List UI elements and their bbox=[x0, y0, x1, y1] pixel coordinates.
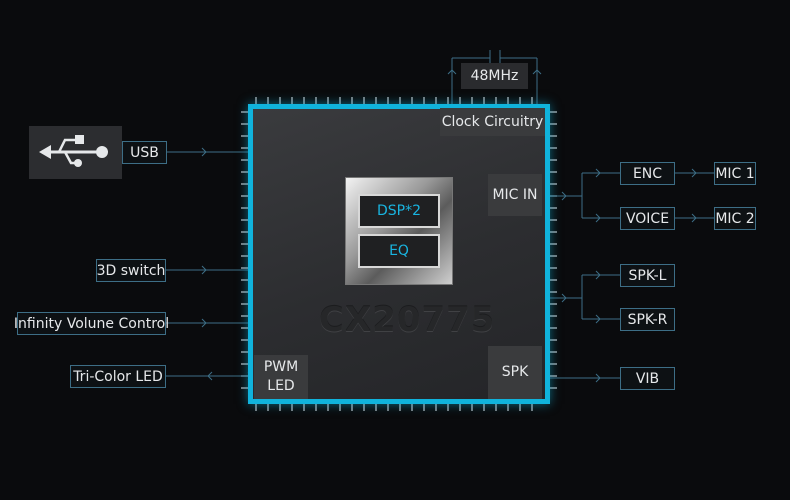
pwm-label: PWM bbox=[263, 359, 299, 376]
usb-icon-tile bbox=[29, 126, 122, 179]
3d-switch-label: 3D switch bbox=[96, 259, 166, 282]
dsp-unit: DSP*2 bbox=[358, 194, 440, 228]
mic2-label: MIC 2 bbox=[714, 207, 756, 230]
chip-name: CX20775 bbox=[319, 300, 496, 340]
eq-unit: EQ bbox=[358, 234, 440, 268]
usb-label: USB bbox=[122, 141, 167, 164]
voice-label: VOICE bbox=[620, 207, 675, 230]
crystal-label: 48MHz bbox=[461, 63, 528, 89]
led-label: LED bbox=[267, 378, 295, 394]
pwm-led-block: PWM LED bbox=[254, 355, 308, 399]
spk-block: SPK bbox=[488, 346, 542, 399]
clock-circuitry-block: Clock Circuitry bbox=[440, 108, 545, 136]
vib-label: VIB bbox=[620, 367, 675, 390]
spk-l-label: SPK-L bbox=[620, 264, 675, 287]
spk-r-label: SPK-R bbox=[620, 308, 675, 331]
volume-control-label: Infinity Volune Control bbox=[14, 312, 169, 335]
usb-trident-icon bbox=[39, 135, 108, 167]
tri-color-led-label: Tri-Color LED bbox=[70, 365, 166, 388]
mic-in-block: MIC IN bbox=[488, 174, 542, 216]
enc-label: ENC bbox=[620, 162, 675, 185]
mic1-label: MIC 1 bbox=[714, 162, 756, 185]
dsp-module: DSP*2 EQ bbox=[345, 177, 453, 285]
